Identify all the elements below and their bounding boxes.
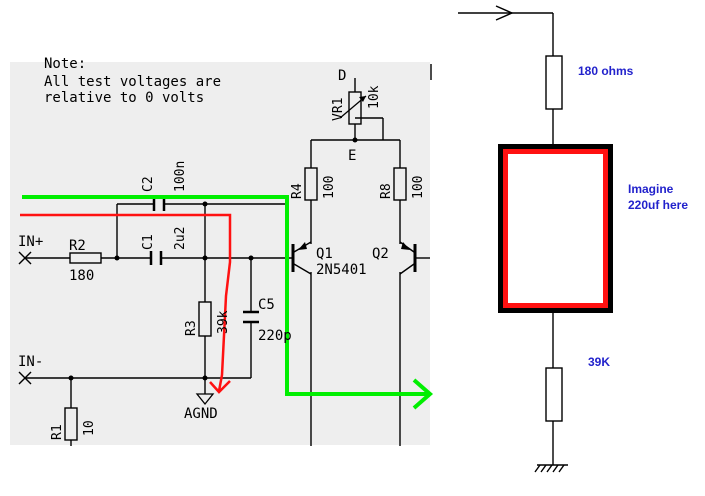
c2-value-label: 100n [173,161,188,192]
capacitor-c2 [152,197,166,211]
r8-ref-label: R8 [379,183,394,199]
r2-value-label: 180 [69,268,94,284]
c5-ref-label: C5 [258,297,275,313]
resistor-r2 [69,252,102,264]
agnd-label: AGND [184,406,218,422]
transistor-q2 [399,241,417,275]
schematic-wires [25,78,430,446]
q1-part-label: 2N5401 [316,262,367,278]
resistor-top [545,55,563,110]
c1-ref-label: C1 [141,234,156,250]
in-minus-terminal-marker [18,371,32,385]
junction-dots [68,137,358,381]
vr1-value-label: 10k [367,85,382,109]
potentiometer-vr1 [339,91,367,125]
note-title: Note: [44,56,86,72]
resistor-r4 [304,167,318,201]
agnd-ground-icon [195,393,215,406]
ground-icon [534,464,568,473]
transistor-q1 [291,241,312,275]
in-plus-label: IN+ [18,234,43,250]
resistor-r8 [393,167,407,201]
terminal-e-label: E [348,148,356,164]
q2-ref-label: Q2 [372,246,389,262]
capacitor-label-line-2: 220uf here [628,198,688,212]
r8-value-label: 100 [411,176,426,199]
terminal-d-label: D [338,68,346,84]
c1-value-label: 2u2 [173,227,188,250]
r3-ref-label: R3 [184,320,199,336]
r1-value-label: 10 [82,420,97,436]
green-arrow-icon [412,378,434,410]
vr1-ref-label: VR1 [331,98,346,121]
in-plus-terminal-marker [18,251,32,265]
resistor-r1 [64,407,78,441]
note-line-2: relative to 0 volts [44,90,204,106]
resistor-top-label: 180 ohms [578,64,634,78]
capacitor-c5 [243,310,259,324]
r3-value-label: 39k [216,310,231,334]
input-arrow-icon [495,5,514,21]
right-sketch [458,5,613,473]
capacitor-c1 [149,251,163,265]
c5-value-label: 220p [258,328,292,344]
green-signal-path [22,195,428,396]
capacitor-label-line-1: Imagine [628,182,674,196]
red-arrow-icon [209,380,231,394]
r2-ref-label: R2 [69,238,86,254]
r1-ref-label: R1 [50,424,65,440]
in-minus-label: IN- [18,354,43,370]
resistor-bottom-label: 39K [588,355,610,369]
c2-ref-label: C2 [141,176,156,192]
note-line-1: All test voltages are [44,74,221,90]
resistor-r3 [198,301,212,337]
r4-value-label: 100 [322,176,337,199]
q1-ref-label: Q1 [316,246,333,262]
red-signal-path [20,213,232,392]
resistor-bottom [545,367,563,422]
r4-ref-label: R4 [290,183,305,199]
